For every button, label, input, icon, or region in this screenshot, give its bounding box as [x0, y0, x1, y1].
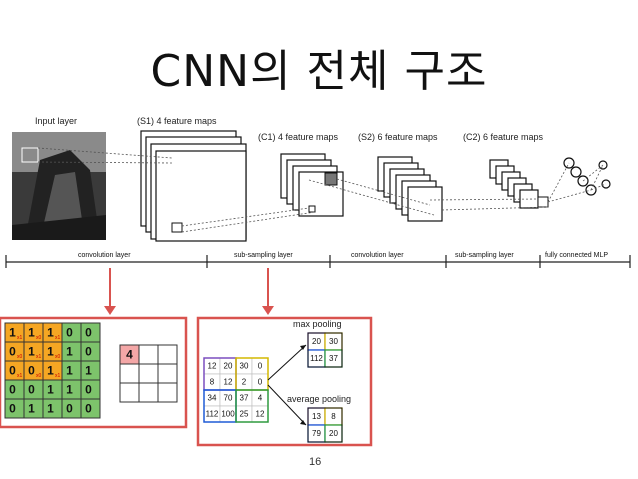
conv-input-value: 1 [28, 345, 35, 359]
pool-input-value: 100 [221, 410, 235, 419]
conv-input-value: 1 [47, 402, 54, 416]
pool-input-value: 70 [224, 394, 233, 403]
conv-input-value: 1 [9, 326, 16, 340]
label-c2: (C2) 6 feature maps [463, 132, 544, 142]
label-c1: (C1) 4 feature maps [258, 132, 339, 142]
conv-output-grid: 4 [120, 345, 177, 402]
conv-input-value: 0 [66, 326, 73, 340]
pool-input-value: 12 [256, 410, 265, 419]
pool-input-value: 12 [224, 378, 233, 387]
pool-input-value: 12 [208, 362, 217, 371]
conv-input-value: 1 [47, 345, 54, 359]
pool-result-value: 79 [312, 429, 321, 438]
label-input-layer: Input layer [35, 116, 77, 126]
conv-input-value: 1 [47, 364, 54, 378]
pool-input-value: 20 [224, 362, 233, 371]
pool-result-value: 13 [312, 412, 321, 421]
conv-input-value: 1 [28, 326, 35, 340]
pool-input-value: 34 [208, 394, 217, 403]
max-pooling-label: max pooling [293, 319, 342, 329]
pool-input-value: 25 [240, 410, 249, 419]
conv-input-value: 1 [85, 364, 92, 378]
conv-input-value: 1 [28, 402, 35, 416]
pool-input-value: 37 [240, 394, 249, 403]
pool-input-value: 2 [242, 378, 247, 387]
arrow-conv [104, 268, 116, 315]
arrow-pool [262, 268, 274, 315]
kernel-weight: x1 [36, 354, 42, 360]
pool-result-value: 8 [331, 412, 336, 421]
conv-input-value: 0 [9, 402, 16, 416]
s2-feature-maps [378, 157, 442, 221]
conv-output-value: 4 [126, 348, 133, 362]
label-s1: (S1) 4 feature maps [137, 116, 217, 126]
pool-input-value: 8 [210, 378, 215, 387]
c2-feature-maps [490, 160, 538, 208]
bottom-label-mlp: fully connected MLP [545, 252, 608, 259]
pool-result-value: 37 [329, 354, 338, 363]
max-pool-result: 20 30 112 37 [308, 333, 342, 367]
conv-input-value: 0 [85, 402, 92, 416]
conv-output-cell [158, 345, 177, 364]
bottom-label-sub1: sub-sampling layer [234, 252, 293, 259]
conv-input-value: 0 [9, 383, 16, 397]
conv-output-cell [120, 364, 139, 383]
conv-input-value: 0 [9, 345, 16, 359]
pool-result-value: 30 [329, 337, 338, 346]
kernel-weight: x0 [36, 335, 42, 341]
conv-output-cell [158, 364, 177, 383]
kernel-weight: x1 [55, 373, 61, 379]
input-image [12, 132, 106, 240]
bottom-label-conv1: convolution layer [78, 252, 131, 259]
conv-output-cell [139, 345, 158, 364]
conv-output-cell [120, 383, 139, 402]
kernel-weight: x0 [55, 354, 61, 360]
conv-input-value: 0 [28, 383, 35, 397]
conv-input-value: 1 [47, 383, 54, 397]
pool-input-value: 30 [240, 362, 249, 371]
page-number: 16 [309, 456, 321, 468]
conv-input-value: 0 [66, 402, 73, 416]
conv-input-value: 0 [9, 364, 16, 378]
kernel-weight: x1 [17, 373, 23, 379]
kernel-weight: x1 [55, 335, 61, 341]
pool-result-value: 20 [312, 337, 321, 346]
pool-result-value: 20 [329, 429, 338, 438]
bottom-label-sub2: sub-sampling layer [455, 252, 514, 259]
pool-input-value: 4 [258, 394, 263, 403]
conv-input-value: 0 [85, 345, 92, 359]
pool-input-value: 0 [258, 362, 263, 371]
kernel-weight: x0 [17, 354, 23, 360]
kernel-weight: x1 [17, 335, 23, 341]
pool-result-value: 112 [310, 354, 323, 363]
conv-input-value: 0 [85, 383, 92, 397]
conv-input-value: 1 [47, 326, 54, 340]
conv-input-value: 1 [66, 345, 73, 359]
average-pooling-label: average pooling [287, 394, 351, 404]
conv-input-value: 0 [85, 326, 92, 340]
conv-output-cell [139, 364, 158, 383]
bottom-label-conv2: convolution layer [351, 252, 404, 259]
conv-input-value: 1 [66, 383, 73, 397]
pool-input-value: 112 [206, 410, 219, 419]
mlp-nodes [564, 158, 610, 195]
pool-input-value: 0 [258, 378, 263, 387]
conv-input-value: 1 [66, 364, 73, 378]
conv-input-value: 0 [28, 364, 35, 378]
conv-output-cell [158, 383, 177, 402]
conv-output-cell [139, 383, 158, 402]
kernel-weight: x0 [36, 373, 42, 379]
label-s2: (S2) 6 feature maps [358, 132, 438, 142]
